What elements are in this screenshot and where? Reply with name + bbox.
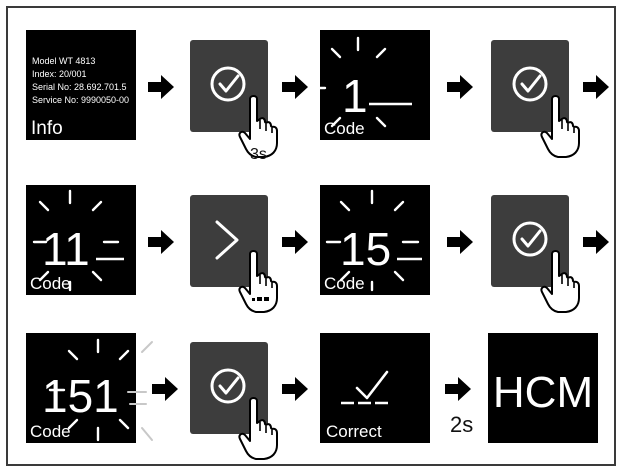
arrow-right-icon [148,230,174,254]
code-digits: 151 [42,370,119,422]
code-label: Code [30,422,71,441]
tap-marks-icon [252,297,269,301]
code-screen-11: 11 Code [26,185,136,295]
arrow-right-icon [282,230,308,254]
code-label: Code [30,274,71,293]
blink-rays-icon [32,189,120,292]
hold-duration-label: 3s [250,146,267,163]
chevron-right-icon [215,220,239,260]
model-text: Model WT 4813 [32,56,95,66]
hcm-label: HCM [493,368,593,417]
code-label: Code [324,274,365,293]
code-screen-151: 151 Code [26,333,153,443]
blink-rays-icon [325,189,420,292]
ok-button[interactable] [491,40,580,158]
faint-rays-icon [127,341,153,441]
arrow-right-icon [282,377,308,401]
correct-label: Correct [326,422,382,441]
arrow-right-icon [282,75,308,99]
arrow-right-icon [447,75,473,99]
code-digits: 15 [340,223,391,275]
ok-button[interactable] [190,342,278,460]
arrow-right-icon [445,377,471,401]
code-screen-1: 1 Code [310,30,430,140]
code-label: Code [324,119,365,138]
next-button[interactable] [190,195,278,313]
blink-rays-icon [310,36,387,128]
code-screen-15: 15 Code [320,185,430,295]
arrow-right-icon [583,75,609,99]
service-text: Service No: 9990050-00 [32,95,129,105]
code-digits: 1 [342,70,368,122]
arrow-right-icon [583,230,609,254]
code-digits: 11 [42,223,90,275]
blink-rays-icon [48,338,130,442]
info-label: Info [31,118,63,139]
ok-button[interactable] [491,195,580,313]
arrow-right-icon [148,75,174,99]
correct-screen: Correct [320,333,430,443]
ok-button-hold[interactable]: 3s [190,40,278,163]
check-mark-icon [355,370,389,400]
index-text: Index: 20/001 [32,69,87,79]
hcm-screen: HCM [488,333,598,443]
serial-text: Serial No: 28.692.701.5 [32,82,127,92]
info-screen: Model WT 4813 Index: 20/001 Serial No: 2… [26,30,136,140]
arrow-right-icon [447,230,473,254]
arrow-right-icon [152,377,178,401]
wait-duration-label: 2s [450,412,473,437]
